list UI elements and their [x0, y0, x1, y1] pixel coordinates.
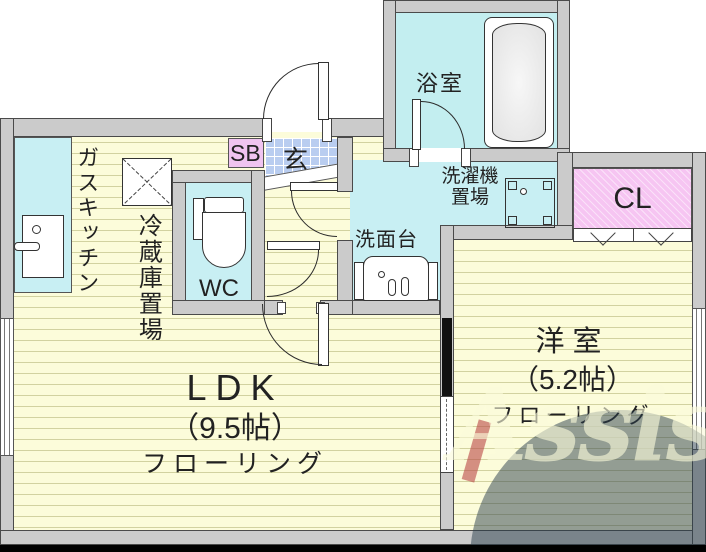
kitchen-faucet: [32, 225, 41, 234]
ldk-name: LDK: [186, 367, 284, 408]
washstand-faucet: [378, 271, 385, 278]
toilet-tank: [204, 197, 244, 213]
entrance-door-leaf: [318, 62, 329, 120]
label-bathroom: 浴室: [415, 71, 464, 96]
room-closet: [573, 168, 692, 229]
bathroom-jamb-left: [409, 148, 419, 167]
wall-bath-left: [383, 0, 396, 162]
washstand-right-wing: [428, 262, 438, 300]
hall-door-leaf: [267, 241, 320, 250]
sliding-door-pocket: [442, 318, 452, 396]
window-left: [0, 318, 14, 456]
fridge-box: [122, 158, 172, 206]
ldk-floor: フローリング: [141, 449, 328, 478]
label-shoe-box: SB: [230, 140, 261, 166]
label-closet: CL: [613, 182, 652, 215]
bathroom-jamb-right: [461, 148, 471, 167]
label-fridge-space: 冷蔵庫置場: [134, 213, 162, 343]
label-entrance: 玄: [283, 146, 309, 174]
entrance-jamb-left: [262, 118, 272, 142]
fridge-x-icon: [122, 158, 172, 206]
washstand-tap2: [401, 277, 409, 296]
wall-washroom-left-upper: [337, 137, 353, 192]
bottom-bar: [0, 545, 706, 552]
western-room-name: 洋室: [535, 326, 610, 358]
western-room-size: （5.2帖）: [511, 363, 634, 395]
washstand-basin: [363, 256, 429, 301]
bathtub-inner: [492, 23, 546, 142]
ldk-size: （9.5帖）: [169, 411, 301, 445]
label-ldk: LDK （9.5帖） フローリング: [95, 368, 375, 478]
label-washstand: 洗面台: [355, 229, 418, 251]
shoe-box: [228, 138, 264, 168]
wall-top-left: [0, 118, 272, 137]
label-gas-kitchen: ガスキッチン: [74, 146, 100, 296]
bathroom-door-leaf: [412, 99, 421, 150]
wall-right-top: [557, 152, 706, 168]
washer-dial-icon: [520, 188, 527, 195]
label-wc: WC: [199, 275, 239, 302]
washroom-door-leaf: [290, 182, 338, 191]
entrance-door-arc: [263, 63, 319, 119]
closet-door-strip: [573, 228, 692, 242]
kitchen-handle: [14, 242, 40, 251]
toilet-bowl: [202, 212, 246, 268]
label-laundry-space: 洗濯機 置場: [441, 166, 499, 208]
washing-machine: [505, 178, 555, 228]
washstand-tap1: [388, 279, 396, 296]
entrance-jamb-right: [322, 118, 332, 142]
sliding-door-panel: [440, 396, 454, 473]
wall-wc-right: [251, 170, 265, 315]
wall-wc-left: [172, 170, 186, 315]
wall-bath-right: [557, 0, 570, 162]
watermark-text: Assist: [450, 366, 706, 484]
wall-washroom-bottom: [350, 300, 440, 315]
bathroom-door-gap: [415, 148, 465, 162]
wall-bath-top: [383, 0, 570, 13]
